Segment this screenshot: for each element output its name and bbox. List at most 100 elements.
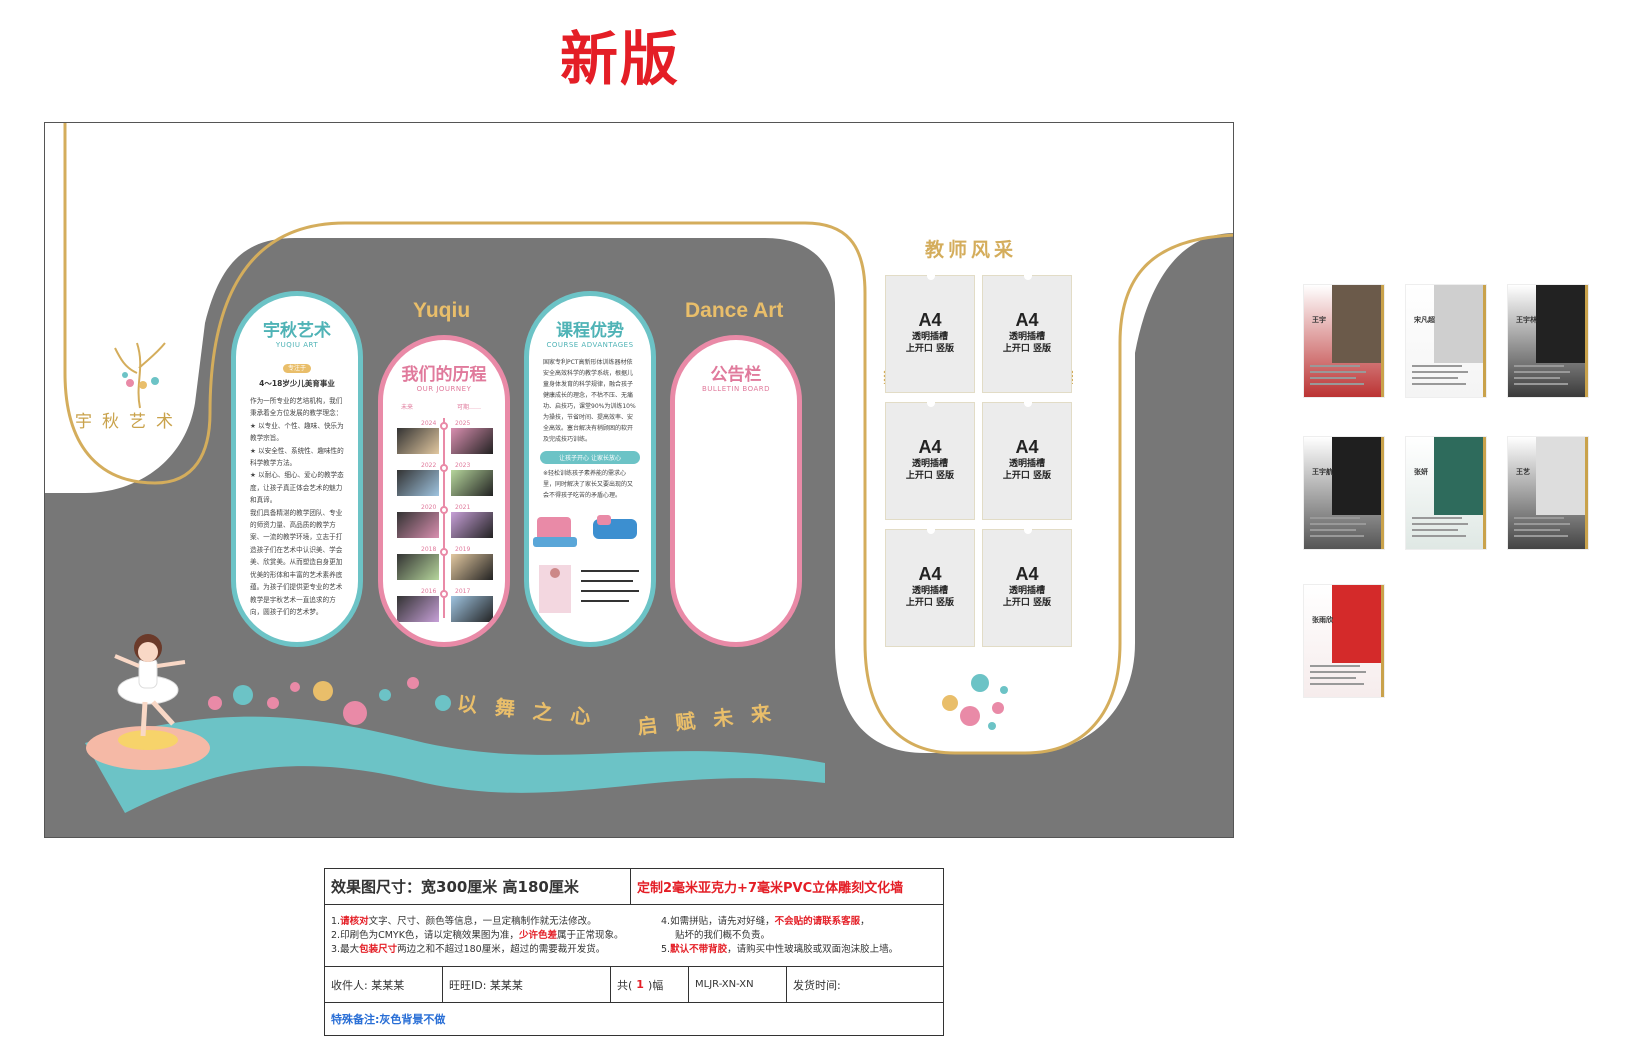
teacher-name: 张妍 <box>1414 468 1428 476</box>
note-1: 1.请核对文字、尺寸、颜色等信息，一旦定稿制作就无法修改。 <box>331 916 597 927</box>
text-line <box>1514 377 1560 379</box>
teacher-photo <box>1536 285 1588 363</box>
brand-name: 宇秋艺术 <box>75 412 183 432</box>
text-line <box>1412 517 1462 519</box>
teacher-thumbnail: 张雨欣 <box>1303 584 1385 698</box>
journey-year-left: 2024 <box>421 420 437 427</box>
thumbnail-gold-edge <box>1483 285 1486 397</box>
plate-line-3: 上开口 竖版 <box>905 344 955 354</box>
course-title: 课程优势 <box>556 321 624 341</box>
about-title: 宇秋艺术 <box>263 321 331 341</box>
flower-decoration-right <box>942 674 1008 730</box>
ballerina-illustration <box>86 634 210 770</box>
text-line <box>1412 383 1466 385</box>
text-line <box>1412 371 1468 373</box>
teacher-name: 王宇 <box>1312 316 1326 324</box>
teacher-name: 张雨欣 <box>1312 616 1333 624</box>
thumbnail-gold-edge <box>1585 437 1588 549</box>
teacher-photo <box>1332 285 1384 363</box>
about-lead: 4～18岁少儿美育事业 <box>259 379 335 388</box>
note-4: 4.如需拼贴，请先对好缝，不会贴的请联系客服， <box>661 916 870 927</box>
text-line <box>1310 383 1364 385</box>
text-line <box>1514 371 1570 373</box>
wordmark-dance-art: Dance Art <box>685 299 784 322</box>
flower-decoration-left <box>208 677 451 725</box>
journey-timeline <box>443 418 445 618</box>
plate-line-2: 透明插槽 <box>911 459 948 469</box>
text-line <box>1412 529 1458 531</box>
brand-logo <box>114 342 166 409</box>
journey-photo <box>451 596 493 622</box>
text-line <box>1310 665 1360 667</box>
course-equipment-illustration <box>533 515 639 613</box>
journey-year-left: 2022 <box>421 462 437 469</box>
plate-size: A4 <box>1015 310 1039 330</box>
journey-photo <box>397 470 439 496</box>
note-5: 5.默认不带背胶，请购买中性玻璃胶或双面泡沫胶上墙。 <box>661 944 899 955</box>
journey-left-head: 未来 <box>401 404 414 411</box>
course-subtitle: COURSE ADVANTAGES <box>546 341 634 349</box>
teacher-thumbnail: 张妍 <box>1405 436 1487 550</box>
about-paragraph-1: 作为一所专业的艺培机构，我们秉承着全方位发展的教学理念： <box>250 397 343 418</box>
text-line <box>1514 365 1564 367</box>
teacher-thumbnail: 王宇航 <box>1303 436 1385 550</box>
mural-artwork: 宇秋艺术 宇秋艺术 YUQIU ART 专注于 4～18岁少儿美育事业 作为一所… <box>44 122 1234 838</box>
bulletin-subtitle: BULLETIN BOARD <box>701 385 771 393</box>
plate-line-3: 上开口 竖版 <box>1002 598 1052 608</box>
text-line <box>1310 529 1356 531</box>
headline: 新版 <box>560 25 681 93</box>
teacher-photo <box>1536 437 1588 515</box>
journey-year-right: 2021 <box>455 504 471 511</box>
journey-year-right: 2025 <box>455 420 471 427</box>
note-2: 2.印刷色为CMYK色，请以定稿效果图为准，少许色差属于正常现象。 <box>331 930 624 941</box>
plate-line-2: 透明插槽 <box>911 332 948 342</box>
bulletin-title: 公告栏 <box>710 365 762 385</box>
text-line <box>1412 365 1462 367</box>
plate-size: A4 <box>1015 437 1039 457</box>
text-line <box>1412 535 1466 537</box>
journey-year-left: 2018 <box>421 546 437 553</box>
text-line <box>1514 535 1568 537</box>
text-line <box>1310 523 1366 525</box>
journey-photo <box>397 428 439 454</box>
plate-notch <box>1024 529 1032 534</box>
journey-photo <box>451 470 493 496</box>
text-line <box>1310 517 1360 519</box>
about-panel: 宇秋艺术 YUQIU ART 专注于 4～18岁少儿美育事业 作为一所专业的艺培… <box>231 291 363 647</box>
text-line <box>1514 517 1564 519</box>
text-line <box>1514 383 1568 385</box>
teacher-photo <box>1434 285 1486 363</box>
plate-notch <box>927 402 935 407</box>
text-line <box>1310 365 1360 367</box>
text-line <box>1514 523 1570 525</box>
about-tag: 专注于 <box>282 364 311 373</box>
plate-notch <box>1024 275 1032 280</box>
journey-title: 我们的历程 <box>401 365 487 385</box>
wangwang-id: 旺旺ID: 某某某 <box>443 967 611 1002</box>
plate-notch <box>927 275 935 280</box>
teacher-thumbnail: 王宇林 <box>1507 284 1589 398</box>
teacher-thumbnail: 宋凡超 <box>1405 284 1487 398</box>
plate-line-2: 透明插槽 <box>911 586 948 596</box>
journey-subtitle: OUR JOURNEY <box>416 385 472 393</box>
plate-notch <box>1024 402 1032 407</box>
text-line <box>1514 529 1560 531</box>
teacher-thumbnail: 王艺 <box>1507 436 1589 550</box>
text-line <box>1310 683 1364 685</box>
special-remark: 特殊备注:灰色背景不做 <box>331 1013 446 1026</box>
plate-line-2: 透明插槽 <box>1008 459 1045 469</box>
thumbnail-gold-edge <box>1381 285 1384 397</box>
plate-line-2: 透明插槽 <box>1008 332 1045 342</box>
product-code: MLJR-XN-XN <box>689 967 787 1002</box>
plate-notch <box>927 529 935 534</box>
timeline-dot <box>440 422 448 430</box>
journey-photo <box>451 512 493 538</box>
timeline-dot <box>440 548 448 556</box>
teacher-name: 王宇林 <box>1516 316 1537 324</box>
text-line <box>1310 677 1356 679</box>
